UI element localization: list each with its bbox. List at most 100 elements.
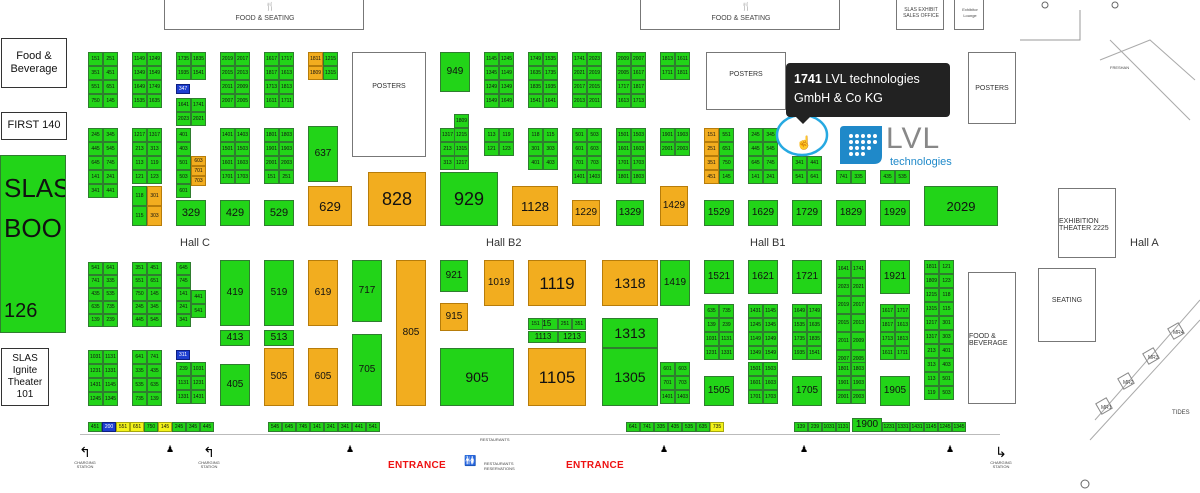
booth-605[interactable]: 605 <box>308 348 338 406</box>
booth-2017[interactable]: 2017 <box>851 296 866 314</box>
booth-1621[interactable]: 1621 <box>748 260 778 294</box>
booth-239[interactable]: 239 <box>719 318 734 332</box>
booth-1031[interactable]: 1031 <box>88 350 103 364</box>
booth-1929[interactable]: 1929 <box>880 200 910 226</box>
booth-115[interactable]: 115 <box>132 206 147 226</box>
booth-1245[interactable]: 1245 <box>938 422 952 432</box>
booth-329-box[interactable]: 329 <box>176 200 206 226</box>
booth-451[interactable]: 451 <box>88 422 102 432</box>
booth-1131[interactable]: 1131 <box>836 422 850 432</box>
booth-1541[interactable]: 1541 <box>191 66 206 80</box>
booth-2013[interactable]: 2013 <box>235 66 250 80</box>
booth-1817[interactable]: 1817 <box>880 318 895 332</box>
booth-419[interactable]: 419 <box>220 260 250 326</box>
booth-641[interactable]: 641 <box>626 422 640 432</box>
booth-145[interactable]: 145 <box>103 94 118 108</box>
booth-2003[interactable]: 2003 <box>675 142 690 156</box>
booth-601[interactable]: 601 <box>572 142 587 156</box>
booth-239[interactable]: 239 <box>103 314 118 327</box>
booth-435[interactable]: 435 <box>880 170 895 184</box>
booth-335[interactable]: 335 <box>132 364 147 378</box>
booth-921[interactable]: 921 <box>440 260 468 292</box>
booth-2017[interactable]: 2017 <box>572 80 587 94</box>
booth-1817[interactable]: 1817 <box>264 66 279 80</box>
booth-301[interactable]: 301 <box>528 142 543 156</box>
booth-126[interactable]: SLAS BOO 126 <box>0 155 66 333</box>
booth-717[interactable]: 717 <box>352 260 382 322</box>
booth-645[interactable]: 645 <box>176 262 191 275</box>
booth-341[interactable]: 341 <box>338 422 352 432</box>
booth-735[interactable]: 735 <box>103 301 118 314</box>
booth-1105[interactable]: 1105 <box>528 348 586 406</box>
booth-2017[interactable]: 2017 <box>235 52 250 66</box>
booth-2003[interactable]: 2003 <box>851 390 866 404</box>
booth-1611[interactable]: 1611 <box>880 346 895 360</box>
booth-529[interactable]: 529 <box>264 200 294 226</box>
booth-1231[interactable]: 1231 <box>704 346 719 360</box>
booth-151[interactable]: 151 <box>704 128 719 142</box>
booth-341[interactable]: 341 <box>88 184 103 198</box>
booth-503[interactable]: 503 <box>176 170 191 184</box>
booth-750[interactable]: 750 <box>719 156 734 170</box>
booth-1749[interactable]: 1749 <box>528 52 543 66</box>
booth-251[interactable]: 251 <box>704 142 719 156</box>
booth-2001[interactable]: 2001 <box>836 390 851 404</box>
booth-741[interactable]: 741 <box>88 275 103 288</box>
booth-345[interactable]: 345 <box>147 301 162 314</box>
booth-1641[interactable]: 1641 <box>836 260 851 278</box>
booth-2013[interactable]: 2013 <box>851 314 866 332</box>
booth-1145[interactable]: 1145 <box>103 378 118 392</box>
booth-929[interactable]: 929 <box>440 172 498 226</box>
booth-1431[interactable]: 1431 <box>748 304 763 318</box>
booth-145[interactable]: 145 <box>158 422 172 432</box>
booth-1231[interactable]: 1231 <box>88 364 103 378</box>
booth-1317[interactable]: 1317 <box>147 128 162 142</box>
booth-435[interactable]: 435 <box>88 288 103 301</box>
booth-637[interactable]: 637 <box>308 126 338 182</box>
booth-301[interactable]: 301 <box>939 316 954 330</box>
booth-1735[interactable]: 1735 <box>792 332 807 346</box>
booth-1031[interactable]: 1031 <box>822 422 836 432</box>
booth-1215[interactable]: 1215 <box>323 52 338 66</box>
booth-1801[interactable]: 1801 <box>836 362 851 376</box>
booth-741[interactable]: 741 <box>640 422 654 432</box>
booth-828[interactable]: 828 <box>368 172 426 226</box>
booth-1315[interactable]: 1315 <box>454 142 469 156</box>
booth-1331[interactable]: 1331 <box>896 422 910 432</box>
booth-1617[interactable]: 1617 <box>631 66 646 80</box>
booth-1429[interactable]: 1429 <box>660 186 688 226</box>
booth-1635[interactable]: 1635 <box>807 318 822 332</box>
booth-1711[interactable]: 1711 <box>279 94 294 108</box>
booth-435[interactable]: 435 <box>668 422 682 432</box>
booth-1535[interactable]: 1535 <box>792 318 807 332</box>
booth-551[interactable]: 551 <box>132 275 147 288</box>
booth-1529[interactable]: 1529 <box>704 200 734 226</box>
booth-701[interactable]: 701 <box>191 166 206 176</box>
booth-313[interactable]: 313 <box>147 142 162 156</box>
booth-735[interactable]: 735 <box>710 422 724 432</box>
booth-1113[interactable]: 1113 <box>528 331 558 343</box>
booth-1703[interactable]: 1703 <box>235 170 250 184</box>
booth-703[interactable]: 703 <box>675 376 690 390</box>
booth-1813[interactable]: 1813 <box>279 80 294 94</box>
booth-151[interactable]: 151 <box>528 318 543 330</box>
booth-241[interactable]: 241 <box>763 170 778 184</box>
booth-401[interactable]: 401 <box>176 128 191 142</box>
booth-145[interactable]: 145 <box>719 170 734 184</box>
booth-745[interactable]: 745 <box>296 422 310 432</box>
booth-401[interactable]: 401 <box>939 344 954 358</box>
booth-123[interactable]: 123 <box>939 274 954 288</box>
booth-1601[interactable]: 1601 <box>616 142 631 156</box>
booth-2015[interactable]: 2015 <box>587 80 602 94</box>
booth-1217[interactable]: 1217 <box>454 156 469 170</box>
booth-1549[interactable]: 1549 <box>484 94 499 108</box>
booth-1613[interactable]: 1613 <box>279 66 294 80</box>
booth-1249[interactable]: 1249 <box>147 52 162 66</box>
booth-1349[interactable]: 1349 <box>748 346 763 360</box>
booth-2005[interactable]: 2005 <box>235 94 250 108</box>
booth-1935[interactable]: 1935 <box>176 66 191 80</box>
booth-545[interactable]: 545 <box>103 142 118 156</box>
booth-1741[interactable]: 1741 <box>572 52 587 66</box>
booth-601[interactable]: 601 <box>176 184 191 198</box>
booth-641[interactable]: 641 <box>103 262 118 275</box>
